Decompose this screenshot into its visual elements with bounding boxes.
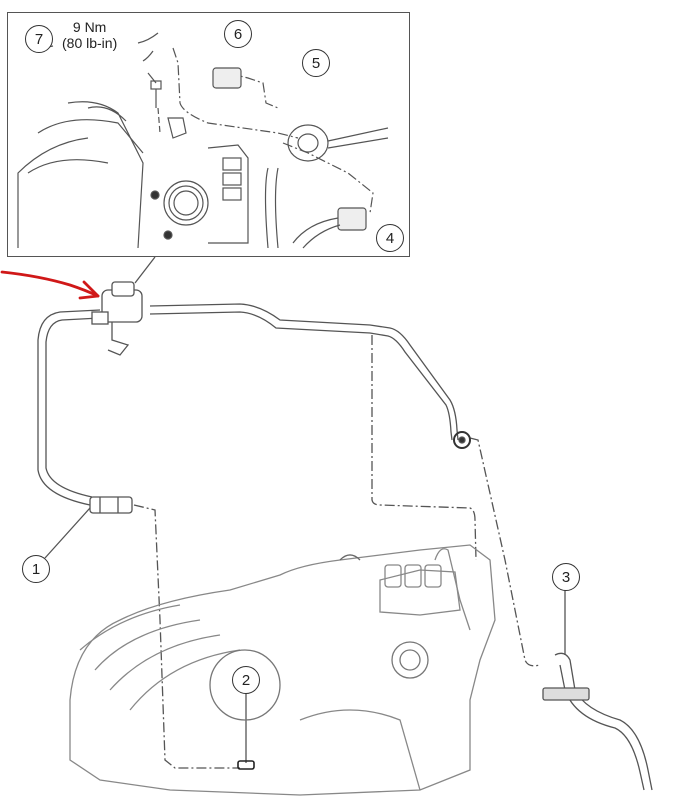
callout-7: 7 <box>25 25 53 53</box>
callout-4: 4 <box>376 224 404 252</box>
callout-3: 3 <box>552 563 580 591</box>
callout-6: 6 <box>224 20 252 48</box>
callout-2: 2 <box>232 666 260 694</box>
torque-spec: 9 Nm (80 lb-in) <box>62 19 117 51</box>
torque-spec-metric: 9 Nm <box>72 19 107 35</box>
inset-detail-panel <box>7 12 410 257</box>
inset-line-drawing <box>17 32 389 249</box>
torque-spec-imperial: (80 lb-in) <box>62 35 118 51</box>
callout-5: 5 <box>302 49 330 77</box>
callout-1: 1 <box>22 555 50 583</box>
